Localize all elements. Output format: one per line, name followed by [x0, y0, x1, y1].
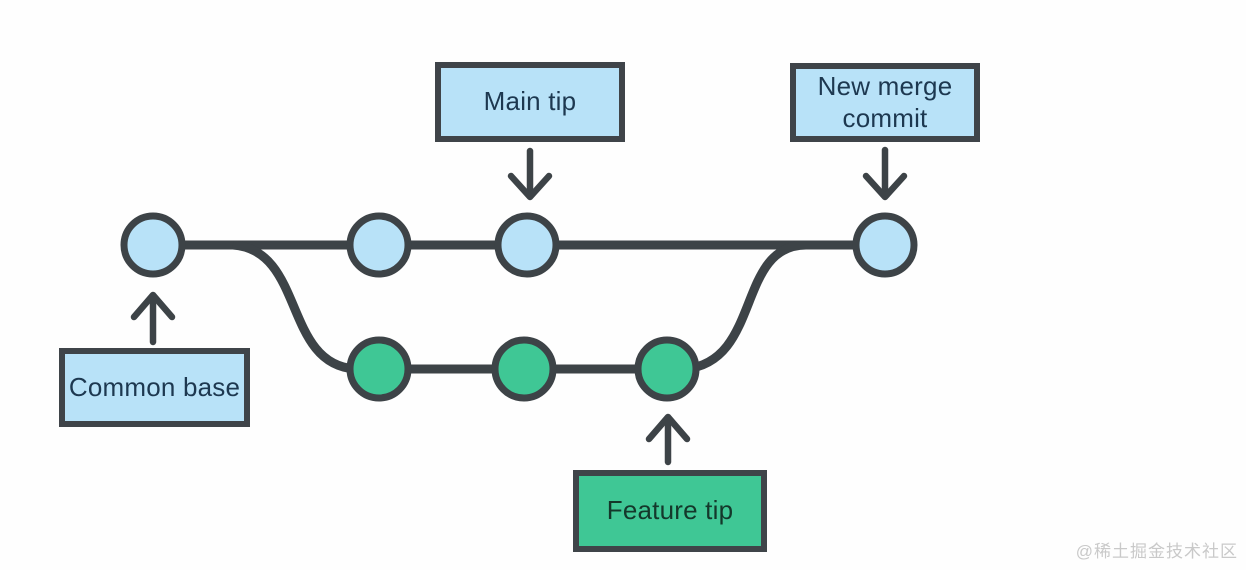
- main-tip-label: Main tip: [435, 62, 625, 142]
- feature-commit-2-node: [491, 336, 557, 402]
- feature-commit-1-node: [346, 336, 412, 402]
- watermark: @稀土掘金技术社区: [1075, 542, 1238, 561]
- common-base-up-arrow-icon: [130, 291, 176, 346]
- feature-tip-commit-node: [634, 336, 700, 402]
- branch-out-curve: [232, 240, 356, 374]
- feature-tip-label: Feature tip: [573, 470, 767, 552]
- new-merge-commit-label: New merge commit: [790, 63, 980, 142]
- common-base-commit-node: [120, 212, 186, 278]
- new-merge-commit-node: [852, 212, 918, 278]
- merge-commit-down-arrow-icon: [862, 146, 908, 201]
- common-base-label: Common base: [59, 348, 250, 427]
- merge-in-curve: [684, 240, 807, 374]
- feature-tip-up-arrow-icon: [645, 413, 691, 466]
- commit-nodes-layer: [120, 212, 918, 402]
- main-commit-2-node: [346, 212, 412, 278]
- main-tip-down-arrow-icon: [507, 147, 553, 201]
- main-tip-commit-node: [494, 212, 560, 278]
